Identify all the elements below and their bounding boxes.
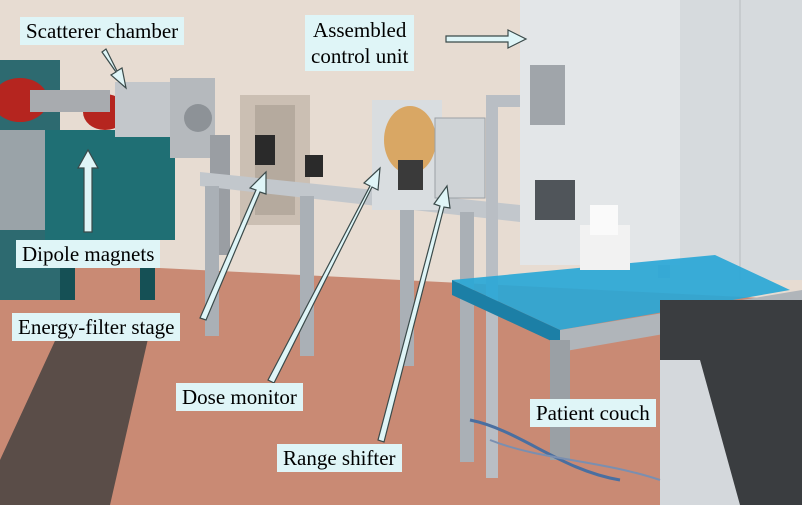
rack-right xyxy=(680,0,802,280)
scatterer-chamber-body xyxy=(115,82,170,137)
beamline-stand xyxy=(45,130,175,240)
label-assembled-control-unit-line1: Assembled xyxy=(313,18,407,42)
label-dose-monitor: Dose monitor xyxy=(176,383,303,411)
label-energy-filter-stage: Energy-filter stage xyxy=(12,313,181,341)
label-assembled-control-unit-line2: control unit xyxy=(311,44,409,68)
label-patient-couch: Patient couch xyxy=(530,399,656,427)
bench-leg-3 xyxy=(400,206,414,366)
bench-leg-2 xyxy=(300,196,314,356)
floor-mat xyxy=(0,330,150,505)
label-assembled-control-unit: Assembled control unit xyxy=(305,15,415,71)
bench-leg-4 xyxy=(460,212,474,462)
patient-couch-top xyxy=(452,255,790,330)
range-shifter-plates xyxy=(434,117,486,199)
label-dipole-magnets: Dipole magnets xyxy=(16,240,161,268)
bench-leg-1 xyxy=(205,186,219,336)
label-scatterer-chamber: Scatterer chamber xyxy=(20,17,185,45)
label-range-shifter: Range shifter xyxy=(277,444,402,472)
